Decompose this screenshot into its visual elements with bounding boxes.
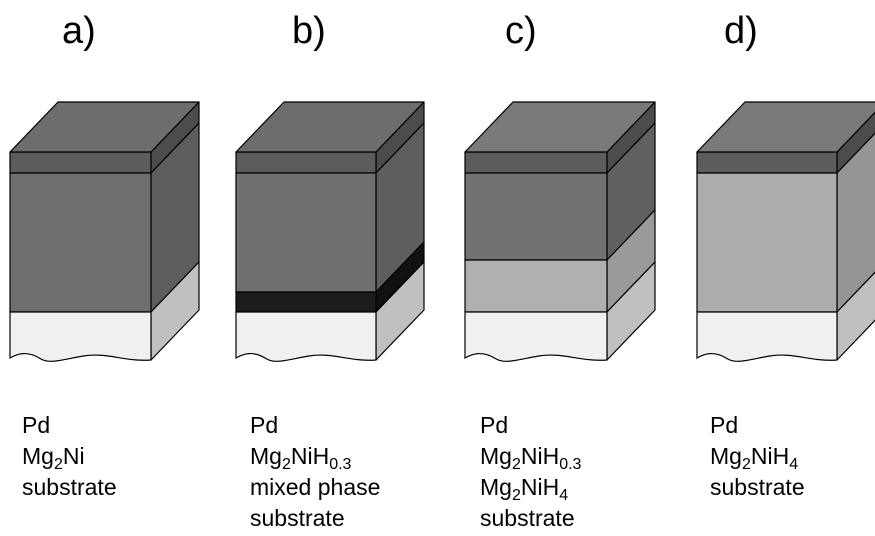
caption-line: Mg2NiH0.3	[480, 441, 582, 473]
layer-front-substrate	[235, 311, 377, 362]
caption-line: Pd	[250, 410, 380, 441]
layer-front-hydride	[464, 259, 608, 313]
caption-text: NiH	[290, 443, 330, 469]
caption-line: mixed phase	[250, 472, 380, 503]
caption-text: substrate	[22, 474, 117, 500]
caption-text: substrate	[710, 474, 805, 500]
caption-text: Pd	[250, 412, 279, 438]
caption-line: substrate	[480, 503, 581, 534]
layer-front-pd	[235, 151, 377, 174]
caption-text: Ni	[62, 443, 85, 469]
caption-text: Mg	[22, 443, 54, 469]
layer-front-hydride	[696, 172, 838, 313]
subscript: 4	[559, 487, 569, 504]
layer-front-pd	[696, 151, 838, 174]
caption-text: Mg	[250, 443, 282, 469]
subscript: 4	[789, 456, 799, 473]
layer-front-film	[9, 172, 152, 313]
caption-line: substrate	[22, 472, 117, 503]
caption-line: Mg2NiH4	[480, 472, 581, 504]
layer-front-film	[235, 172, 377, 293]
subscript: 2	[53, 456, 63, 473]
caption-line: Mg2NiH0.3	[250, 441, 380, 473]
caption-text: NiH	[520, 474, 560, 500]
panel-label-b: b)	[292, 10, 326, 52]
caption-line: Mg2NiH4	[710, 441, 805, 473]
caption-line: substrate	[710, 472, 805, 503]
caption-text: mixed phase	[250, 474, 381, 500]
stack-top-face	[235, 101, 425, 153]
layer-front-substrate	[9, 311, 152, 362]
stack-top-face	[696, 101, 875, 153]
caption-line: Mg2Ni	[22, 441, 117, 473]
subscript: 2	[281, 456, 291, 473]
caption-text: NiH	[520, 443, 560, 469]
caption-text: Mg	[480, 474, 512, 500]
caption-text: Mg	[480, 443, 512, 469]
caption-text: Mg	[710, 443, 742, 469]
subscript: 2	[741, 456, 751, 473]
caption-text: NiH	[750, 443, 790, 469]
layer-front-pd	[9, 151, 152, 174]
subscript: 0.3	[329, 456, 352, 473]
layer-front-mixed	[235, 291, 377, 313]
subscript: 2	[511, 456, 521, 473]
layer-front-substrate	[464, 311, 608, 362]
caption-text: Pd	[710, 412, 739, 438]
subscript: 2	[511, 487, 521, 504]
caption-text: substrate	[480, 505, 575, 531]
caption-text: substrate	[250, 505, 345, 531]
subscript: 0.3	[559, 456, 582, 473]
caption-text: Pd	[22, 412, 51, 438]
layer-front-pd	[464, 151, 608, 174]
panel-label-d: d)	[724, 10, 758, 52]
layer-front-film	[464, 172, 608, 261]
caption-text: Pd	[480, 412, 509, 438]
caption-line: Pd	[480, 410, 581, 441]
caption-line: substrate	[250, 503, 380, 534]
panel-label-c: c)	[505, 10, 537, 52]
stack-top-face	[464, 101, 656, 153]
caption-line: Pd	[710, 410, 805, 441]
stack-top-face	[9, 101, 200, 153]
layer-front-substrate	[696, 311, 838, 362]
caption-line: Pd	[22, 410, 117, 441]
panel-label-a: a)	[62, 10, 96, 52]
